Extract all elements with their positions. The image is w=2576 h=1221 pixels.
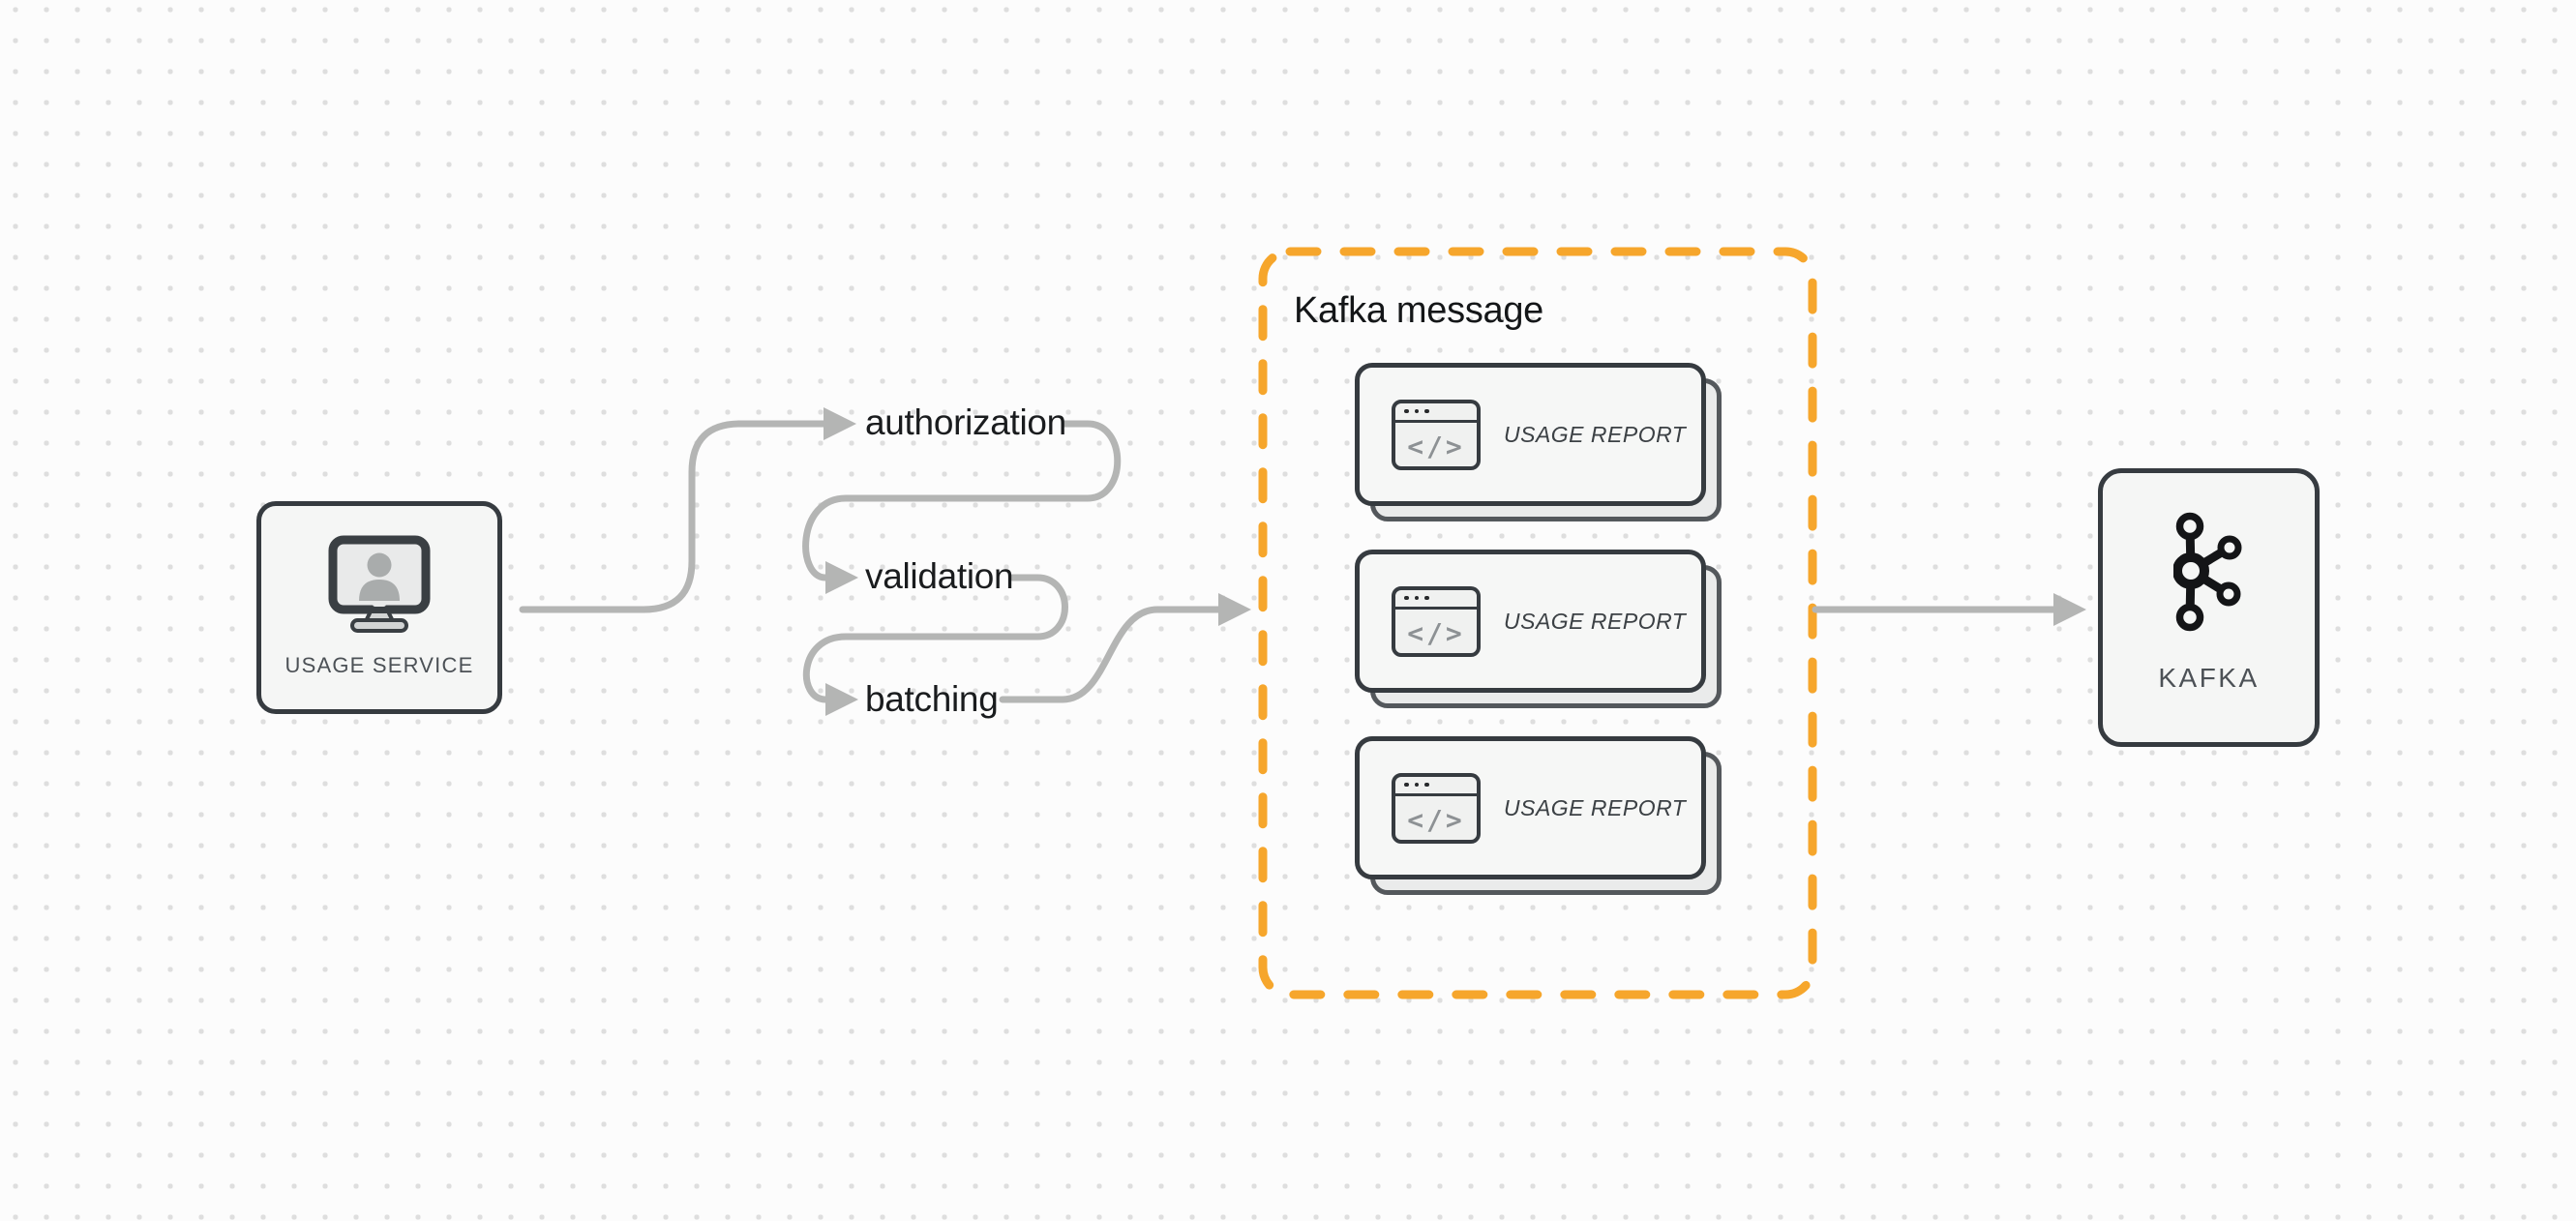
monitor-user-icon <box>328 535 431 633</box>
usage-report-card: </> USAGE REPORT <box>1355 550 1722 708</box>
code-window-header <box>1395 777 1477 796</box>
arrow-batching-to-kafka-message <box>999 606 1222 703</box>
step-label-authorization: authorization <box>865 402 1066 443</box>
arrow-authorization-to-validation <box>802 420 1122 581</box>
arrow-usage-service-to-authorization <box>519 420 827 613</box>
node-usage-service: USAGE SERVICE <box>256 501 502 714</box>
code-window-icon: </> <box>1392 399 1481 470</box>
arrow-validation-to-batching <box>802 574 1068 703</box>
code-window-icon: </> <box>1392 585 1481 657</box>
card-front: </> USAGE REPORT <box>1355 550 1706 693</box>
usage-report-label: USAGE REPORT <box>1504 794 1687 820</box>
arrowhead-kafka <box>2053 593 2086 626</box>
window-dot-icon <box>1424 595 1429 601</box>
usage-service-label: USAGE SERVICE <box>285 653 474 677</box>
usage-report-label: USAGE REPORT <box>1504 421 1687 447</box>
usage-report-card: </> USAGE REPORT <box>1355 363 1722 521</box>
kafka-message-group-border <box>1258 247 1817 999</box>
code-glyph: </> <box>1407 430 1465 462</box>
window-dot-icon <box>1404 782 1409 788</box>
window-dot-icon <box>1414 595 1419 601</box>
step-label-validation: validation <box>865 556 1014 597</box>
kafka-label: KAFKA <box>2158 663 2260 693</box>
step-label-batching: batching <box>865 679 999 720</box>
code-window-header <box>1395 590 1477 610</box>
arrowhead-batching <box>825 683 858 716</box>
window-dot-icon <box>1414 408 1419 414</box>
code-window-icon: </> <box>1392 772 1481 844</box>
arrowhead-kafka-message <box>1218 593 1251 626</box>
code-window-header <box>1395 403 1477 423</box>
card-front: </> USAGE REPORT <box>1355 736 1706 879</box>
window-dot-icon <box>1424 782 1429 788</box>
window-dot-icon <box>1404 408 1409 414</box>
code-glyph: </> <box>1407 803 1465 836</box>
arrowhead-authorization <box>824 407 856 440</box>
node-kafka: KAFKA <box>2098 468 2320 747</box>
usage-report-card: </> USAGE REPORT <box>1355 736 1722 895</box>
window-dot-icon <box>1414 782 1419 788</box>
card-front: </> USAGE REPORT <box>1355 363 1706 506</box>
arrowhead-validation <box>825 561 858 594</box>
usage-report-label: USAGE REPORT <box>1504 608 1687 634</box>
window-dot-icon <box>1424 408 1429 414</box>
kafka-logo-icon <box>2172 512 2241 632</box>
kafka-message-group-title: Kafka message <box>1294 290 1544 331</box>
window-dot-icon <box>1404 595 1409 601</box>
code-glyph: </> <box>1407 616 1465 649</box>
